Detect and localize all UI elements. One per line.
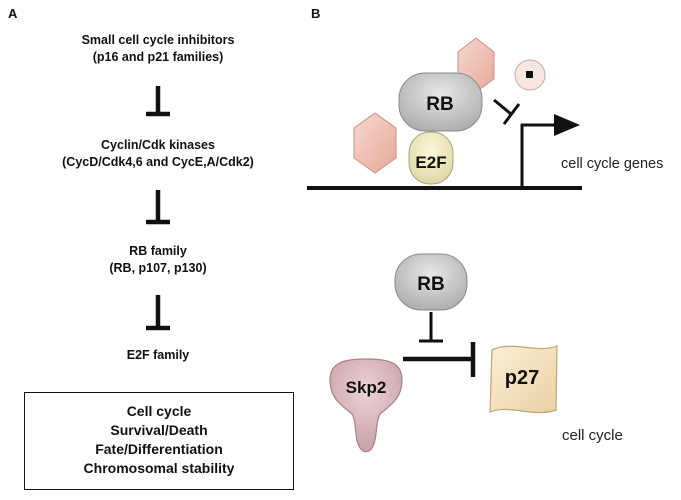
inhibition-arrow-skp2 bbox=[403, 342, 476, 377]
cell-cycle-genes-label: cell cycle genes bbox=[561, 156, 663, 172]
outcome-fate-differentiation: Fate/Differentiation bbox=[95, 441, 223, 457]
inhibition-arrow-1 bbox=[146, 86, 170, 117]
rb-protein-top: RB bbox=[398, 72, 483, 132]
e2f-label: E2F bbox=[415, 153, 446, 172]
step-e2f-family: E2F family bbox=[8, 347, 308, 364]
cell-cycle-label: cell cycle bbox=[562, 427, 623, 444]
step-cdk-title: Cyclin/Cdk kinases bbox=[101, 138, 215, 152]
inhibition-arrow-3 bbox=[146, 295, 170, 331]
outcome-survival-death: Survival/Death bbox=[110, 422, 208, 438]
small-protein-dot bbox=[514, 59, 546, 91]
skp2-label: Skp2 bbox=[346, 378, 387, 397]
step-rb-family-detail: (RB, p107, p130) bbox=[109, 261, 207, 275]
outcome-chromosomal-stability: Chromosomal stability bbox=[83, 460, 235, 476]
outcome-cell-cycle: Cell cycle bbox=[126, 403, 192, 419]
transcription-arrow bbox=[520, 114, 580, 188]
outcomes-box: Cell cycle Survival/Death Fate/Different… bbox=[24, 392, 294, 490]
inhibition-arrow-rb bbox=[419, 312, 443, 343]
inhibition-arrow-2 bbox=[146, 190, 170, 225]
p27-protein: p27 bbox=[489, 345, 558, 414]
step-rb-family: RB family (RB, p107, p130) bbox=[8, 243, 308, 277]
rb-protein-bottom: RB bbox=[394, 253, 468, 311]
step-inhibitors-detail: (p16 and p21 families) bbox=[92, 50, 224, 64]
rb-label-top: RB bbox=[426, 94, 453, 115]
step-inhibitors: Small cell cycle inhibitors (p16 and p21… bbox=[8, 32, 308, 66]
panel-a-letter: A bbox=[8, 6, 18, 21]
panel-b-letter: B bbox=[311, 6, 321, 21]
hexagon-cofactor-left bbox=[353, 112, 397, 174]
step-inhibitors-title: Small cell cycle inhibitors bbox=[81, 33, 235, 47]
rb-label-bottom: RB bbox=[417, 274, 444, 295]
inhibition-arrow-promoter bbox=[493, 98, 521, 125]
p27-label: p27 bbox=[505, 367, 539, 389]
e2f-protein: E2F bbox=[408, 131, 454, 185]
skp2-protein: Skp2 bbox=[329, 358, 403, 453]
step-e2f-family-title: E2F family bbox=[126, 348, 190, 362]
step-cdk-detail: (CycD/Cdk4,6 and CycE,A/Cdk2) bbox=[62, 155, 254, 169]
step-cdk: Cyclin/Cdk kinases (CycD/Cdk4,6 and CycE… bbox=[8, 137, 308, 171]
inhibition-arrows-a bbox=[146, 86, 170, 331]
step-rb-family-title: RB family bbox=[129, 244, 187, 258]
